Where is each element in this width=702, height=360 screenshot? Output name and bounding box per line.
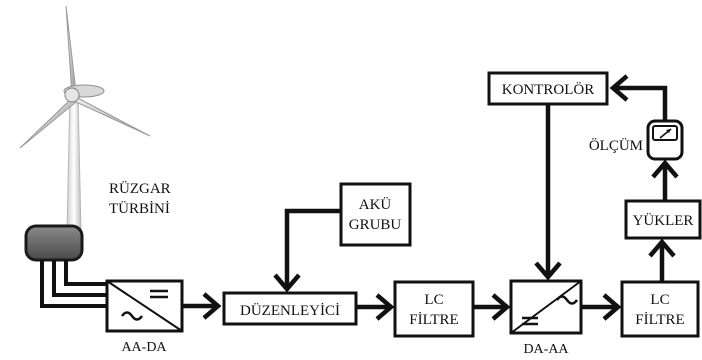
arrow-inverter-to-filter [581, 293, 622, 321]
arrow-converter-to-regulator [182, 292, 222, 320]
generator-cables [40, 260, 106, 308]
generator-icon [24, 224, 84, 262]
arrow-battery-to-regulator [273, 208, 341, 293]
wind-turbine-icon [19, 5, 151, 233]
arrow-filter-to-loads [648, 238, 676, 282]
battery-label-line2: GRUBU [349, 217, 402, 233]
arrow-controller-to-inverter [534, 104, 562, 281]
arrow-measurement-to-controller [609, 74, 668, 121]
controller-label: KONTROLÖR [502, 81, 595, 98]
ac-dc-converter-block [105, 279, 184, 333]
arrow-regulator-to-filter [356, 293, 395, 321]
battery-label-line1: AKÜ [359, 196, 392, 213]
lc-filter-1-box [393, 280, 475, 338]
lc-filter-1-label-line1: LC [424, 292, 443, 308]
measurement-meter-icon [646, 119, 684, 161]
regulator-label: DÜZENLEYİCİ [240, 302, 340, 319]
dc-ac-converter-block [509, 279, 583, 335]
arrow-loads-to-measurement [651, 159, 679, 201]
measurement-label: ÖLÇÜM [589, 137, 643, 154]
turbine-label-line2: TÜRBİNİ [109, 200, 170, 217]
dc-ac-label: DA-AA [523, 342, 569, 357]
lc-filter-2-label-line1: LC [650, 292, 669, 308]
lc-filter-1-label-line2: FİLTRE [409, 312, 458, 328]
lc-filter-2-label-line2: FİLTRE [635, 312, 684, 328]
turbine-label-line1: RÜZGAR [109, 180, 171, 197]
ac-dc-label: AA-DA [121, 340, 167, 355]
arrow-filter-to-inverter [473, 293, 511, 321]
battery-box [339, 182, 412, 247]
loads-label: YÜKLER [633, 212, 694, 229]
